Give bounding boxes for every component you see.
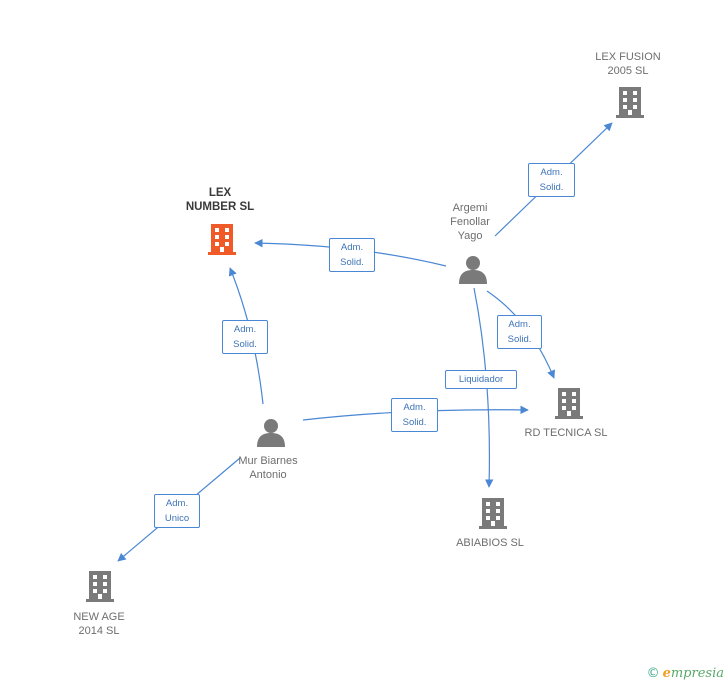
node-label-abiabios[interactable]: ABIABIOS SL (456, 537, 524, 549)
edge-label-argemi-lexfusion: Adm. Solid. (528, 163, 575, 197)
edge-label-argemi-lexnumber: Adm. Solid. (329, 238, 375, 272)
empresia-watermark: ©empresia (647, 666, 724, 681)
building-icon[interactable] (555, 388, 583, 419)
node-label-argemi[interactable]: Argemi Fenollar Yago (450, 202, 490, 242)
node-label-mur[interactable]: Mur Biarnes Antonio (238, 455, 298, 481)
edge-label-argemi-rdtecnica: Adm. Solid. (497, 315, 542, 349)
node-label-lex-number[interactable]: LEX NUMBER SL (185, 187, 255, 213)
edge-label-mur-lexnumber: Adm. Solid. (222, 320, 268, 354)
copyright-symbol: © (646, 666, 660, 681)
edge-label-mur-newage: Adm. Unico (154, 494, 200, 528)
brand-name: mpresia (670, 666, 724, 681)
building-icon[interactable] (616, 87, 644, 118)
node-label-new-age[interactable]: NEW AGE 2014 SL (73, 611, 125, 637)
node-label-lex-fusion[interactable]: LEX FUSION 2005 SL (595, 51, 661, 77)
brand-initial: e (662, 666, 671, 681)
edge-label-argemi-abiabios: Liquidador (445, 370, 517, 389)
building-icon[interactable] (208, 224, 236, 255)
node-label-rd-tecnica[interactable]: RD TECNICA SL (524, 427, 608, 439)
person-icon[interactable] (459, 256, 487, 284)
person-icon[interactable] (257, 419, 285, 447)
building-icon[interactable] (86, 571, 114, 602)
building-icon[interactable] (479, 498, 507, 529)
edge-label-mur-rdtecnica: Adm. Solid. (391, 398, 438, 432)
